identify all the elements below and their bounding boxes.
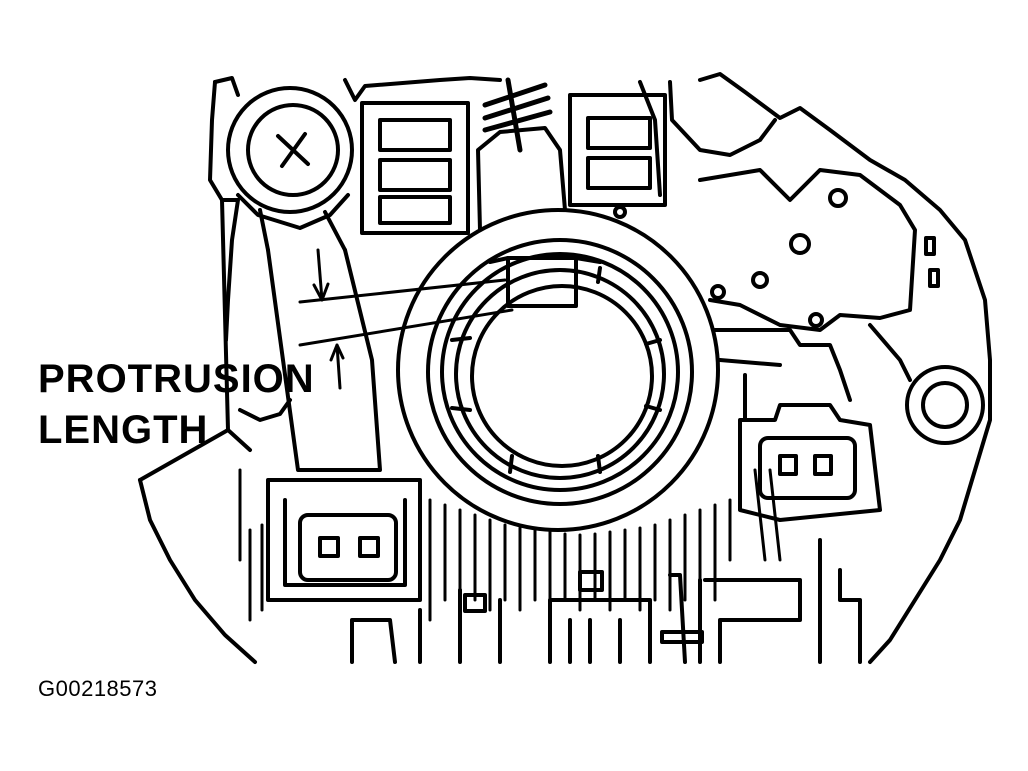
- housing-left-edge: [138, 80, 257, 664]
- top-frame-left: [360, 101, 470, 235]
- top-frame-left-inner: [378, 118, 452, 152]
- housing-outline: [213, 72, 992, 664]
- left-connector: [298, 513, 398, 582]
- bearing-race-2: [440, 252, 680, 492]
- center-tab: [476, 126, 567, 232]
- dimension-line-top: [298, 278, 507, 304]
- top-frame-right-inner-2: [586, 156, 652, 190]
- bearing-outer: [396, 208, 720, 532]
- screw-bracket: [236, 193, 350, 252]
- figure-id: G00218573: [38, 676, 158, 701]
- bearing-segments: [450, 266, 662, 474]
- bearing-race-3: [454, 268, 666, 480]
- top-frame-left-inner-2: [378, 158, 452, 192]
- plate-hole-5: [808, 312, 824, 328]
- right-connector-pin-2: [813, 454, 833, 476]
- plate-hole-1: [828, 188, 848, 208]
- right-boss-outer: [905, 365, 985, 445]
- stripe-lines: [482, 77, 553, 153]
- bottom-small-rect: [578, 570, 604, 592]
- plate-hole-6: [613, 205, 627, 219]
- right-plate: [698, 168, 917, 332]
- plate-slot-1: [924, 236, 936, 256]
- dimension-line-bottom: [298, 308, 514, 347]
- screw-head: [246, 103, 340, 197]
- bearing-bore: [470, 284, 654, 468]
- plate-hole-3: [751, 271, 769, 289]
- screw-cross-icon: [276, 132, 310, 168]
- brush-holder-body: [266, 248, 382, 472]
- left-body-edge: [138, 198, 252, 482]
- top-frame-right: [568, 93, 667, 207]
- bearing-race-1: [426, 238, 694, 506]
- top-frame-right-inner: [586, 116, 652, 150]
- dimension-arrow-upper: [312, 248, 330, 302]
- protrusion-length-label-line2: LENGTH: [38, 408, 209, 452]
- plate-hole-2: [789, 233, 811, 255]
- right-connector: [758, 436, 857, 500]
- plate-slot-2: [928, 268, 940, 288]
- top-frame-left-inner-3: [378, 195, 452, 225]
- left-connector-pin-2: [358, 536, 380, 558]
- dimension-arrow-lower: [329, 343, 345, 390]
- left-connector-pin-1: [318, 536, 340, 558]
- bottom-slot: [660, 630, 704, 644]
- brush: [506, 256, 578, 308]
- brush-guide: [488, 256, 602, 264]
- heat-sink-fins: [238, 468, 782, 622]
- bottom-terminals: [350, 538, 862, 664]
- plate-hole-4: [710, 284, 726, 300]
- top-right-cutout: [668, 80, 777, 157]
- right-boss-inner: [921, 381, 969, 429]
- plate-lines: [713, 323, 912, 422]
- leader-line: [238, 398, 292, 422]
- screw-boss-outer: [226, 86, 354, 214]
- left-connector-housing: [266, 478, 422, 602]
- bottom-small-rect-2: [463, 593, 487, 613]
- right-connector-pin-1: [778, 454, 798, 476]
- protrusion-length-label-line1: PROTRUSION: [38, 357, 315, 401]
